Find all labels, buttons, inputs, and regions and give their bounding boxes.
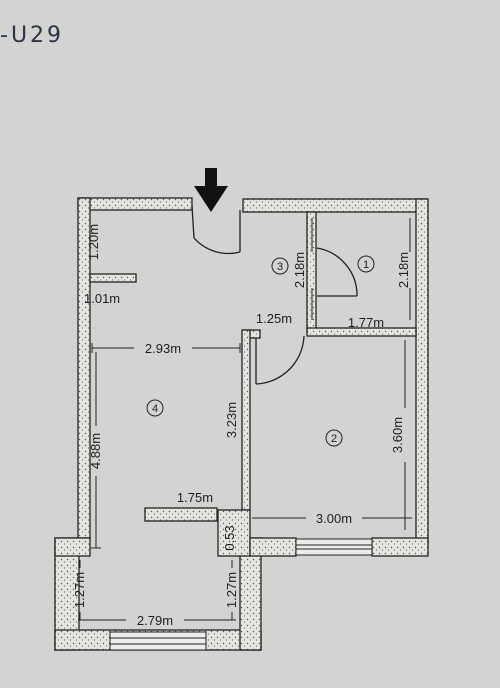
room-number-1: 1 (357, 255, 375, 273)
entrance-door-leaf (191, 205, 195, 239)
dim-2-18-left: 2.18m (292, 252, 307, 288)
dim-3-60: 3.60m (390, 417, 405, 453)
dim-2-93: 2.93m (145, 341, 181, 356)
dim-1-27-right: 1.27m (224, 572, 239, 608)
dim-0-53: 0.53 (222, 525, 237, 550)
dim-2-79: 2.79m (137, 613, 173, 628)
room-number-1-text: 1 (363, 259, 369, 271)
dim-4-88: 4.88m (88, 433, 103, 469)
dim-1-20: 1.20m (86, 224, 101, 260)
room-number-4-text: 4 (152, 403, 158, 415)
dim-3-23: 3.23m (224, 402, 239, 438)
entrance-arrow-icon (194, 168, 228, 212)
dimension-lines (78, 218, 412, 621)
walls (54, 197, 429, 651)
dim-1-75: 1.75m (177, 490, 213, 505)
dim-3-00: 3.00m (316, 511, 352, 526)
dim-1-25: 1.25m (256, 311, 292, 326)
dim-1-01: 1.01m (84, 291, 120, 306)
room-number-3: 3 (271, 257, 289, 275)
bathroom-door-swing (316, 247, 358, 297)
handwritten-code: -U29 (0, 23, 64, 48)
doors (191, 205, 358, 385)
room-number-4: 4 (146, 399, 164, 417)
dim-1-27-left: 1.27m (72, 572, 87, 608)
room2-door-swing (255, 335, 305, 385)
room-number-2-text: 2 (331, 433, 337, 445)
room-number-2: 2 (325, 429, 343, 447)
room-number-3-text: 3 (277, 261, 283, 273)
dim-1-77: 1.77m (348, 315, 384, 330)
windows (109, 538, 373, 651)
entrance-door-swing (193, 237, 241, 255)
dim-2-18-right: 2.18m (396, 252, 411, 288)
